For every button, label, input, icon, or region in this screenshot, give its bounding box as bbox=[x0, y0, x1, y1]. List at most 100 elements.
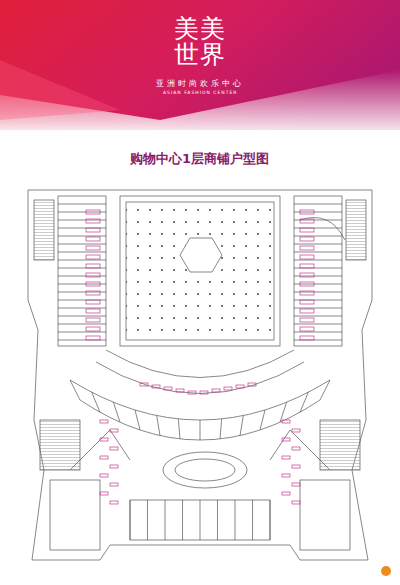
shop-number-mark bbox=[292, 429, 300, 432]
shop-wall bbox=[58, 324, 106, 325]
shop-number-mark bbox=[164, 387, 172, 390]
shop-number-mark bbox=[110, 501, 118, 504]
shop-number-mark bbox=[86, 219, 100, 223]
subtitle-en: ASIAN FASHION CENTER bbox=[163, 90, 237, 95]
shop-number-mark bbox=[110, 447, 118, 450]
shop-number-mark bbox=[292, 483, 300, 486]
shop-markers bbox=[86, 210, 314, 504]
shop-wall bbox=[252, 500, 253, 540]
shop-wall bbox=[280, 402, 287, 422]
shop-wall bbox=[58, 308, 106, 309]
shop-number-mark bbox=[86, 264, 100, 268]
shop-number-mark bbox=[100, 456, 108, 459]
plan-lines bbox=[28, 190, 372, 560]
shop-wall bbox=[294, 252, 342, 253]
shop-wall bbox=[294, 244, 342, 245]
shop-wall bbox=[220, 419, 222, 439]
shop-wall bbox=[294, 236, 342, 237]
shop-wall bbox=[294, 292, 342, 293]
shop-number-mark bbox=[140, 383, 148, 386]
shop-number-mark bbox=[110, 483, 118, 486]
shop-number-mark bbox=[292, 465, 300, 468]
shop-wall bbox=[300, 392, 308, 412]
shop-number-mark bbox=[300, 255, 314, 259]
shop-number-mark bbox=[300, 282, 314, 286]
shop-wall bbox=[130, 500, 131, 540]
shop-wall bbox=[294, 204, 342, 205]
shop-number-mark bbox=[300, 291, 314, 295]
shop-number-mark bbox=[86, 246, 100, 250]
shop-wall bbox=[235, 500, 236, 540]
shop-number-mark bbox=[292, 447, 300, 450]
shop-number-mark bbox=[110, 429, 118, 432]
shop-wall bbox=[240, 416, 243, 436]
shop-wall bbox=[294, 308, 342, 309]
shop-wall bbox=[135, 410, 140, 430]
shop-wall bbox=[178, 419, 180, 439]
shop-number-mark bbox=[300, 228, 314, 232]
shop-number-mark bbox=[300, 237, 314, 241]
shop-number-mark bbox=[282, 492, 290, 495]
shop-number-mark bbox=[282, 438, 290, 441]
shop-number-mark bbox=[86, 282, 100, 286]
shop-wall bbox=[58, 204, 106, 205]
shop-wall bbox=[182, 500, 183, 540]
shop-number-mark bbox=[300, 318, 314, 322]
shop-number-mark bbox=[100, 474, 108, 477]
banner bbox=[0, 0, 400, 135]
page-title: 购物中心1层商铺户型图 bbox=[130, 150, 269, 168]
shop-wall bbox=[294, 324, 342, 325]
corner-logo bbox=[381, 566, 391, 576]
shop-number-mark bbox=[86, 210, 100, 214]
shop-number-mark bbox=[300, 300, 314, 304]
shop-number-mark bbox=[86, 255, 100, 259]
shop-number-mark bbox=[86, 309, 100, 313]
shop-wall bbox=[58, 252, 106, 253]
shop-wall bbox=[200, 500, 201, 540]
shop-number-mark bbox=[300, 246, 314, 250]
shop-number-mark bbox=[86, 273, 100, 277]
shop-number-mark bbox=[248, 383, 256, 386]
shop-number-mark bbox=[300, 309, 314, 313]
shop-number-mark bbox=[86, 327, 100, 331]
shop-number-mark bbox=[152, 385, 160, 388]
shop-number-mark bbox=[212, 389, 220, 392]
shop-number-mark bbox=[300, 264, 314, 268]
shop-wall bbox=[58, 244, 106, 245]
shop-wall bbox=[147, 500, 148, 540]
shop-wall bbox=[165, 500, 166, 540]
shop-number-mark bbox=[176, 389, 184, 392]
logo: 美美世界 bbox=[174, 16, 227, 69]
shop-wall bbox=[58, 220, 106, 221]
shop-wall bbox=[70, 380, 80, 400]
shop-wall bbox=[200, 420, 201, 440]
shop-number-mark bbox=[86, 336, 100, 340]
shop-number-mark bbox=[282, 474, 290, 477]
shop-wall bbox=[58, 212, 106, 213]
shop-wall bbox=[294, 316, 342, 317]
shop-wall bbox=[294, 260, 342, 261]
shop-wall bbox=[320, 380, 330, 400]
shop-number-mark bbox=[100, 438, 108, 441]
shop-wall bbox=[92, 392, 100, 412]
shop-number-mark bbox=[300, 273, 314, 277]
shop-number-mark bbox=[200, 391, 208, 394]
shop-wall bbox=[294, 284, 342, 285]
shop-wall bbox=[58, 292, 106, 293]
shop-wall bbox=[58, 316, 106, 317]
shop-wall bbox=[294, 276, 342, 277]
shop-number-mark bbox=[100, 420, 108, 423]
shop-wall bbox=[294, 212, 342, 213]
shop-number-mark bbox=[100, 492, 108, 495]
shop-wall bbox=[157, 416, 160, 436]
shop-wall bbox=[58, 332, 106, 333]
shop-number-mark bbox=[300, 210, 314, 214]
shop-number-mark bbox=[282, 456, 290, 459]
shop-number-mark bbox=[236, 385, 244, 388]
shop-number-mark bbox=[86, 228, 100, 232]
shop-number-mark bbox=[282, 420, 290, 423]
shop-wall bbox=[58, 260, 106, 261]
shop-number-mark bbox=[300, 219, 314, 223]
shop-number-mark bbox=[86, 300, 100, 304]
